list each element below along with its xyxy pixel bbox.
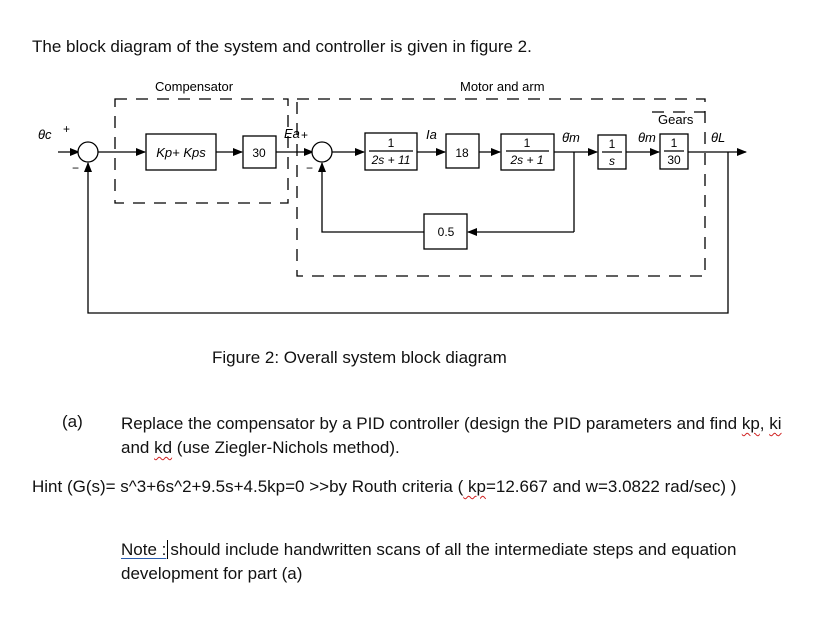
integrator-den: s [609, 154, 615, 168]
feedback-gain-label: 0.5 [438, 225, 455, 239]
note-body: should include handwritten scans of all … [121, 540, 737, 583]
motor-arm-dashed-box [296, 98, 706, 277]
gear-ratio-den: 30 [667, 153, 681, 167]
minus-sign-1: − [72, 161, 79, 175]
motor-arm-label: Motor and arm [460, 79, 545, 94]
compensator-label: Compensator [155, 79, 234, 94]
question-label: (a) [62, 412, 83, 431]
hint-text-2: =12.667 and w=3.0822 rad/sec) ) [485, 477, 737, 496]
summing-junction-2 [311, 141, 333, 163]
question-text: Replace the compensator by a PID control… [121, 412, 811, 460]
note-text: Note :should include handwritten scans o… [121, 538, 811, 586]
minus-sign-2: − [306, 161, 313, 175]
armature-tf-den: 2s + 11 [371, 153, 411, 167]
question-text-3: (use Ziegler-Nichols method). [172, 438, 400, 457]
mechanical-tf-num: 1 [524, 136, 531, 150]
gain-18-label: 18 [455, 146, 469, 160]
pd-block [145, 133, 217, 171]
integrator-num: 1 [609, 137, 616, 151]
figure-caption: Figure 2: Overall system block diagram [212, 348, 507, 367]
gain-30-label: 30 [252, 146, 266, 160]
gain-18-block [445, 133, 480, 169]
plus-sign-2: + [301, 128, 308, 142]
theta-m-label: θm [638, 130, 656, 145]
gears-label: Gears [658, 112, 694, 127]
question-text-1: Replace the compensator by a PID control… [121, 414, 742, 433]
text-cursor [167, 540, 169, 559]
compensator-dashed-box [114, 98, 289, 204]
hint-kp-word: kp [463, 477, 486, 496]
plus-sign-1: + [63, 122, 70, 136]
armature-tf-num: 1 [388, 136, 395, 150]
ea-label: Ea [284, 126, 300, 141]
hint-text-1: Hint (G(s)= s^3+6s^2+9.5s+4.5kp=0 >>by R… [32, 477, 464, 496]
kp-word: kp [741, 414, 760, 433]
question-text-2: and [121, 438, 155, 457]
gain-30-block [242, 135, 277, 169]
outer-feedback-loop [84, 152, 729, 314]
note-word: Note : [121, 540, 167, 559]
kd-word: kd [154, 438, 173, 457]
ia-label: Ia [426, 127, 437, 142]
hint-text: Hint (G(s)= s^3+6s^2+9.5s+4.5kp=0 >>by R… [32, 477, 736, 497]
inner-feedback-return [318, 162, 424, 233]
summing-junction-1 [77, 141, 99, 163]
gear-ratio-num: 1 [671, 136, 678, 150]
feedback-gain-block [423, 213, 468, 250]
ki-word: ki [769, 414, 782, 433]
theta-l-label: θL [711, 130, 725, 145]
pd-block-label: Kp+ Kps [156, 145, 206, 160]
theta-m-dot-label: θ̇m [562, 130, 580, 145]
intro-text: The block diagram of the system and cont… [32, 37, 532, 56]
theta-c-label: θc [38, 127, 52, 142]
mechanical-tf-den: 2s + 1 [509, 153, 543, 167]
question-sep: , [759, 414, 770, 433]
